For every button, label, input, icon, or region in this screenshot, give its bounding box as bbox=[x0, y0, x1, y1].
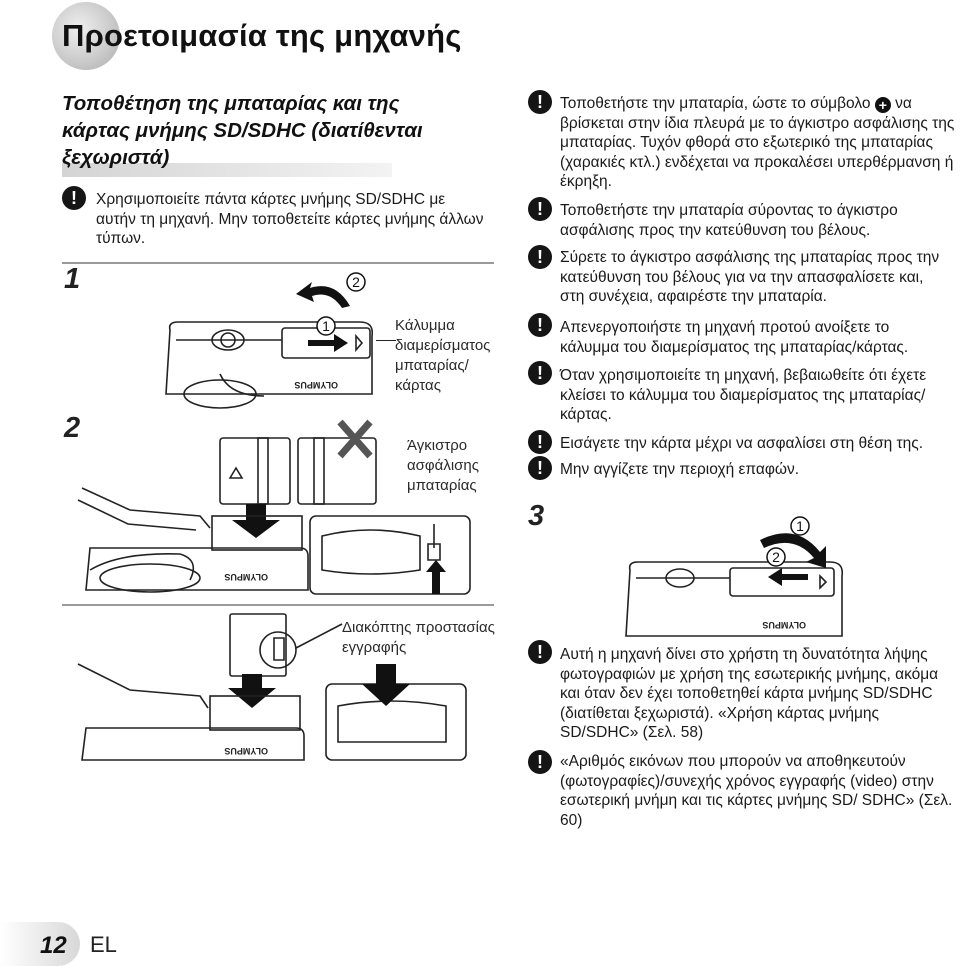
battery-compartment bbox=[309, 515, 471, 595]
page-number-tab bbox=[0, 922, 80, 966]
section-title: Τοποθέτηση της μπαταρίας και της κάρτας … bbox=[62, 92, 423, 169]
caution-text: Τοποθετήστε την μπαταρία, ώστε το σύμβολ… bbox=[560, 94, 960, 192]
section-underline bbox=[62, 163, 392, 177]
caution-icon: ! bbox=[528, 456, 552, 480]
sd-card bbox=[229, 613, 287, 677]
circled-number-icon bbox=[346, 272, 366, 292]
brand-logo: OLYMPUS bbox=[224, 746, 268, 756]
caution-text-part: Τοποθετήστε την μπαταρία, ώστε το σύμβολ… bbox=[560, 95, 871, 112]
note-text: Αυτή η μηχανή δίνει στο χρήστη τη δυνατό… bbox=[560, 646, 939, 742]
battery-release-illustration: 1 2 OLYMPUS bbox=[625, 516, 844, 637]
circled-number-icon bbox=[766, 547, 786, 567]
circled-number-label: 1 bbox=[796, 518, 804, 534]
battery-insert-illustration: OLYMPUS bbox=[77, 419, 471, 595]
caution-icon: ! bbox=[528, 245, 552, 269]
arrow-icon bbox=[232, 504, 280, 538]
camera-body bbox=[85, 547, 309, 591]
arrow-icon bbox=[308, 334, 348, 352]
arrow-icon bbox=[760, 533, 826, 568]
arrow-icon bbox=[362, 664, 410, 706]
camera-cover-illustration: 1 2 OLYMPUS bbox=[165, 272, 374, 409]
plus-symbol-icon: + bbox=[874, 97, 891, 113]
note-text: «Αριθμός εικόνων που μπορούν να αποθηκευ… bbox=[560, 753, 953, 829]
step-number-1: 1 bbox=[64, 263, 81, 295]
caution-text-part: να βρίσκεται στην ίδια πλευρά με το άγκι… bbox=[560, 95, 955, 191]
caution-icon: ! bbox=[528, 430, 552, 454]
caution-icon: ! bbox=[528, 197, 552, 221]
cover-callout: Κάλυμμα διαμερίσματος μπαταρίας/ κάρτας bbox=[395, 317, 491, 394]
caution-icon: ! bbox=[528, 361, 552, 385]
brand-logo: OLYMPUS bbox=[224, 572, 268, 582]
battery-correct bbox=[219, 437, 291, 505]
divider bbox=[62, 262, 494, 264]
circled-number-label: 2 bbox=[352, 274, 360, 290]
note-icon: ! bbox=[528, 640, 552, 664]
caution-text: Όταν χρησιμοποιείτε τη μηχανή, βεβαιωθεί… bbox=[560, 367, 927, 424]
caution-text: Εισάγετε την κάρτα μέχρι να ασφαλίσει στ… bbox=[560, 435, 924, 452]
divider bbox=[62, 604, 494, 606]
brand-logo: OLYMPUS bbox=[294, 380, 338, 390]
caution-text: Σύρετε το άγκιστρο ασφάλισης της μπαταρί… bbox=[560, 249, 940, 306]
caution-icon: ! bbox=[528, 313, 552, 337]
card-insert-illustration: OLYMPUS bbox=[77, 613, 467, 761]
page-number: 12 bbox=[40, 932, 67, 959]
caution-text: Μην αγγίζετε την περιοχή επαφών. bbox=[560, 461, 800, 478]
arrow-icon bbox=[296, 282, 350, 308]
left-caution-text: Χρησιμοποιείτε πάντα κάρτες μνήμης SD/SD… bbox=[96, 191, 484, 248]
caution-icon: ! bbox=[528, 90, 552, 114]
page-title: Προετοιμασία της μηχανής bbox=[62, 18, 462, 53]
write-protect-callout: Διακόπτης προστασίας εγγραφής bbox=[342, 619, 495, 656]
circled-number-label: 2 bbox=[772, 549, 780, 565]
circled-number-label: 1 bbox=[322, 318, 330, 334]
caution-icon: ! bbox=[62, 186, 86, 210]
language-code: EL bbox=[90, 932, 117, 957]
battery-wrong bbox=[297, 437, 377, 505]
circled-number-icon bbox=[316, 316, 336, 336]
step-number-3: 3 bbox=[528, 500, 545, 532]
note-icon: ! bbox=[528, 750, 552, 774]
lock-callout: Άγκιστρο ασφάλισης μπαταρίας bbox=[407, 437, 479, 494]
step-number-2: 2 bbox=[64, 412, 81, 444]
leader-line bbox=[376, 340, 396, 341]
brand-logo: OLYMPUS bbox=[762, 620, 806, 630]
circled-number-icon bbox=[790, 516, 810, 536]
camera-body bbox=[81, 727, 305, 761]
caution-text: Απενεργοποιήστε τη μηχανή προτού ανοίξετ… bbox=[560, 319, 909, 356]
arrow-icon bbox=[426, 560, 446, 594]
title-decoration bbox=[52, 2, 120, 70]
cross-icon bbox=[337, 419, 373, 459]
arrow-icon bbox=[228, 674, 276, 708]
caution-text: Τοποθετήστε την μπαταρία σύροντας το άγκ… bbox=[560, 202, 898, 239]
arrow-icon bbox=[768, 568, 808, 586]
